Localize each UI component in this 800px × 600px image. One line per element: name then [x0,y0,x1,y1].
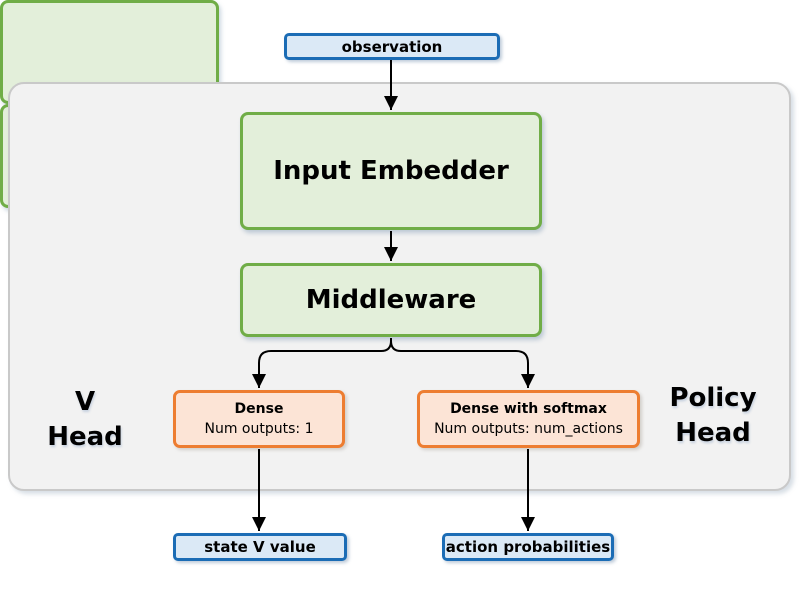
dense-softmax-subtitle: Num outputs: num_actions [434,421,623,437]
observation-label: observation [341,37,443,56]
input-embedder-label: Input Embedder [273,156,509,186]
v-head-label: V Head [35,385,135,455]
policy-head-label-line2: Head [675,418,751,448]
middleware-label: Middleware [305,285,477,315]
dense-title: Dense [234,401,284,417]
observation-node: observation [284,33,500,60]
policy-head-label: Policy Head [652,381,774,451]
policy-head-label-line1: Policy [669,383,757,413]
dense-subtitle: Num outputs: 1 [204,421,314,437]
middleware-node: Middleware [240,263,542,337]
dense-softmax-title: Dense with softmax [450,401,607,417]
input-embedder-node: Input Embedder [240,112,542,230]
state-v-value-label: state V value [204,538,316,556]
action-probabilities-node: action probabilities [442,533,614,561]
action-probabilities-label: action probabilities [445,538,611,556]
state-v-value-node: state V value [173,533,347,561]
v-head-label-line2: Head [47,422,123,452]
dense-node: Dense Num outputs: 1 [173,390,345,448]
v-head-label-line1: V [74,387,96,417]
dense-softmax-node: Dense with softmax Num outputs: num_acti… [417,390,640,448]
